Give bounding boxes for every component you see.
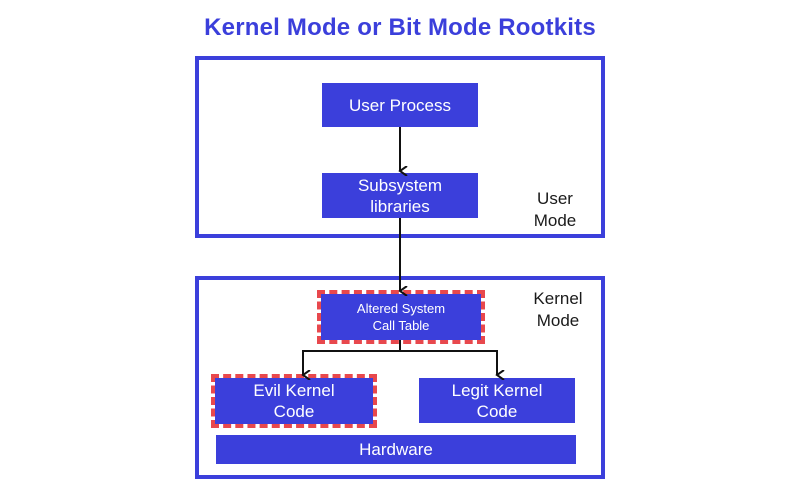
user-mode-label: User Mode [533,189,577,230]
hardware-box: Hardware [216,435,576,464]
user-process-box: User Process [322,83,478,127]
subsystem-libraries-box: Subsystem libraries [322,173,478,218]
legit-kernel-code-box: Legit Kernel Code [419,378,575,423]
evil-kernel-code-box: Evil Kernel Code [211,374,377,428]
altered-system-call-table-box: Altered System Call Table [317,290,485,344]
kernel-mode-label: Kernel Mode [533,289,583,330]
diagram-title: Kernel Mode or Bit Mode Rootkits [204,14,596,41]
